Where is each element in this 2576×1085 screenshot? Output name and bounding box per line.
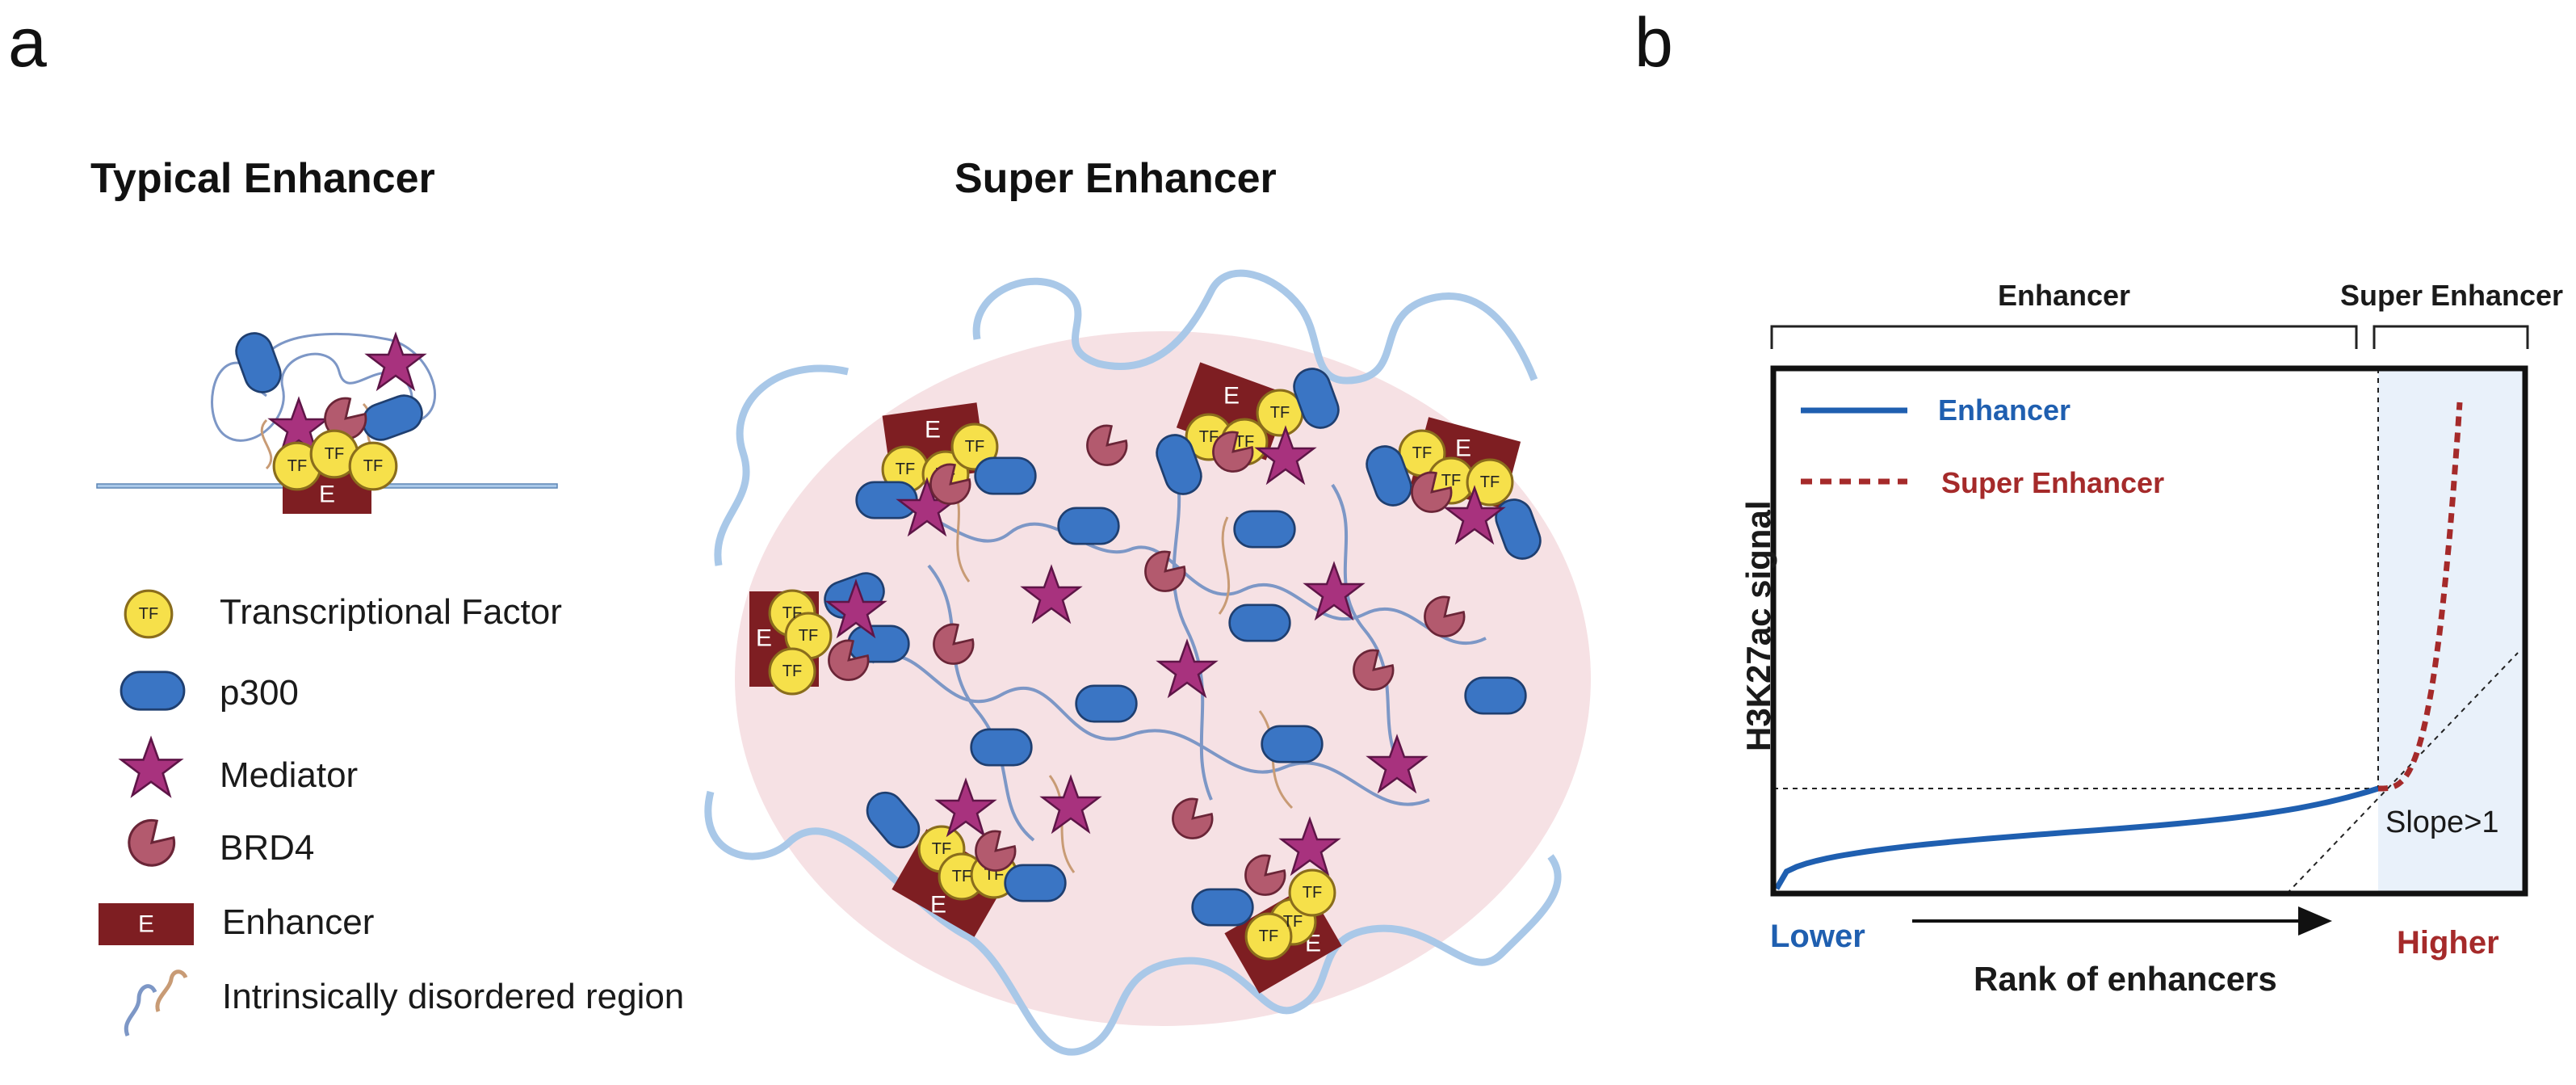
y-axis-title: H3K27ac signal: [1739, 501, 1777, 752]
x-label-lower: Lower: [1770, 919, 1865, 954]
tangent-line: [2286, 652, 2519, 894]
p300-pill: [230, 326, 287, 399]
typical-enhancer-illustration: E TF TF TF: [96, 326, 558, 514]
idr-squiggle-icon: [124, 984, 157, 1037]
panel-a-letter: a: [8, 4, 47, 82]
super-enhancer-bracket: [2373, 325, 2529, 349]
svg-text:TF: TF: [1303, 884, 1322, 902]
dna-loop: [704, 269, 1562, 1056]
legend: TF Transcriptional Factor p300 Mediator …: [99, 589, 684, 1037]
mediator-star: [366, 333, 426, 390]
legend-label-tf: Transcriptional Factor: [220, 592, 562, 632]
x-axis-title: Rank of enhancers: [1974, 960, 2277, 998]
legend-label-enhancer: Enhancer: [1938, 393, 2070, 427]
x-label-higher: Higher: [2397, 925, 2499, 961]
legend-label-super: Super Enhancer: [1941, 466, 2164, 499]
svg-text:TF: TF: [952, 868, 971, 885]
super-enhancer-title: Super Enhancer: [954, 155, 1277, 202]
svg-text:TF: TF: [1259, 927, 1278, 945]
svg-text:TF: TF: [782, 604, 802, 622]
legend-label-p300: p300: [220, 673, 299, 713]
brd4-pacman-icon: [128, 818, 176, 867]
svg-text:TF: TF: [1412, 444, 1432, 462]
svg-text:TF: TF: [965, 438, 984, 456]
brackets: Enhancer Super Enhancer: [1770, 279, 2563, 349]
bracket-label-super: Super Enhancer: [2340, 279, 2563, 312]
super-region-shade: [2378, 368, 2525, 894]
enhancer-box-icon: [99, 903, 194, 945]
p300-pill-icon: [120, 671, 186, 711]
panel-b-letter: b: [1634, 4, 1673, 82]
legend-label-idr: Intrinsically disordered region: [222, 977, 684, 1016]
x-arrow-head: [2298, 906, 2332, 936]
tf-label: TF: [287, 457, 307, 475]
tf-label: TF: [363, 457, 383, 475]
svg-text:TF: TF: [896, 460, 915, 478]
idr-network-tail: [951, 484, 1294, 873]
bracket-label-enhancer: Enhancer: [1998, 279, 2130, 312]
series-enhancer-line: [1773, 785, 2380, 890]
legend-label-mediator: Mediator: [220, 755, 358, 795]
mediator-star-icon: [120, 737, 183, 797]
svg-text:TF: TF: [799, 627, 818, 645]
svg-text:TF: TF: [1235, 433, 1254, 451]
enhancer-label: E: [925, 417, 941, 444]
typical-enhancer-title: Typical Enhancer: [90, 155, 435, 202]
idr-network: [871, 452, 1487, 842]
enhancer-label: E: [756, 625, 772, 652]
svg-text:TF: TF: [782, 662, 802, 680]
enhancer-label: E: [1455, 435, 1471, 462]
legend-label-brd4: BRD4: [220, 828, 314, 868]
tf-label: TF: [325, 445, 344, 463]
svg-text:TF: TF: [1270, 404, 1290, 422]
plot-frame: [1770, 365, 2528, 897]
svg-text:TF: TF: [1199, 428, 1219, 446]
slope-annotation: Slope>1: [2385, 805, 2499, 839]
enhancer-label: E: [1223, 383, 1240, 410]
idr-squiggle-icon-tail: [155, 969, 188, 1012]
tf-label: TF: [139, 605, 158, 623]
svg-text:TF: TF: [932, 840, 951, 858]
svg-text:TF: TF: [1480, 473, 1500, 491]
chart: Enhancer Super Enhancer Slope>1 H3K27ac …: [1739, 365, 2528, 998]
legend-label-enhancer: Enhancer: [222, 902, 374, 942]
enhancer-label: E: [319, 482, 335, 508]
svg-text:TF: TF: [1283, 913, 1303, 931]
enhancer-label: E: [930, 892, 946, 919]
svg-text:TF: TF: [1441, 472, 1461, 490]
enhancer-bracket: [1770, 325, 2358, 349]
enhancer-label: E: [138, 911, 154, 938]
